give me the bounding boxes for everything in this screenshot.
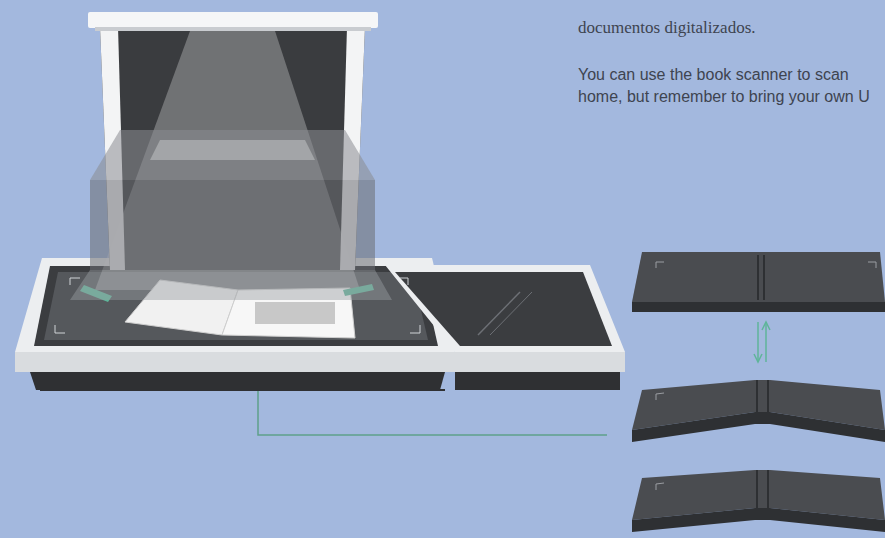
book-cradle-flat bbox=[632, 252, 885, 312]
instruction-text: home, but remember to bring your own U bbox=[578, 88, 870, 106]
head-shadow bbox=[95, 27, 371, 31]
housing-front bbox=[90, 180, 375, 270]
corner-marks bbox=[55, 278, 420, 333]
intro-text: documentos digitalizados. bbox=[578, 18, 756, 38]
book-cradle-lowered bbox=[632, 470, 885, 532]
instruction-text: You can use the book scanner to scan bbox=[578, 66, 849, 84]
book-cradle-angled bbox=[632, 380, 885, 442]
base-front bbox=[15, 352, 455, 372]
up-down-arrows bbox=[754, 322, 770, 362]
housing-glass bbox=[70, 270, 392, 300]
housing-top bbox=[90, 130, 375, 180]
base-platform bbox=[15, 258, 455, 372]
side-panel-glass bbox=[395, 272, 612, 346]
housing-window bbox=[150, 140, 315, 160]
book-text-block bbox=[255, 302, 335, 324]
base-bottom bbox=[30, 372, 445, 390]
side-panel bbox=[385, 265, 625, 372]
glass-platen bbox=[34, 266, 438, 346]
side-panel-front bbox=[455, 352, 625, 372]
side-panel-bottom bbox=[455, 372, 620, 390]
glass-reflection bbox=[478, 292, 520, 335]
glass-reflection bbox=[490, 292, 532, 335]
scanner-head bbox=[88, 12, 378, 28]
base-shadow bbox=[40, 389, 445, 391]
